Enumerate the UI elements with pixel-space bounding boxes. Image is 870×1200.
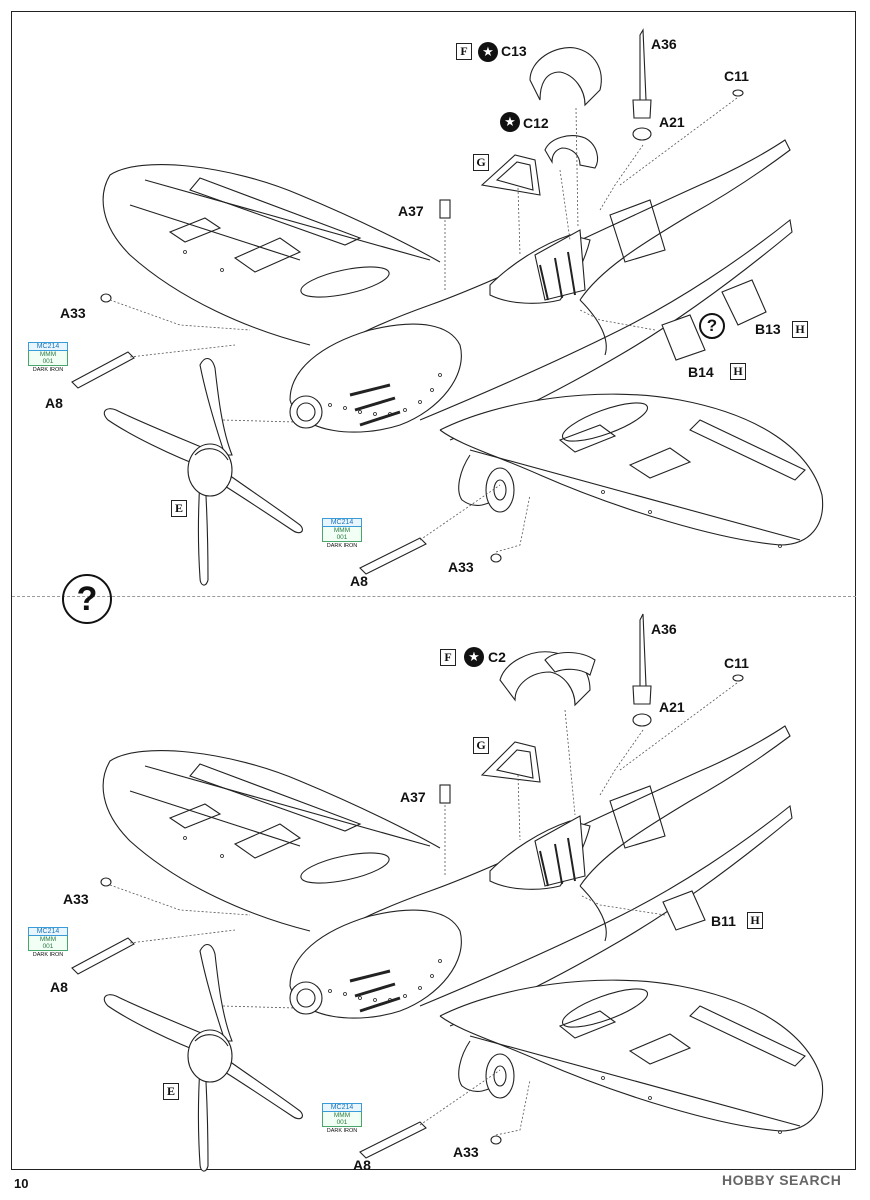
box-letter-windscreen-bottom: G <box>473 737 489 754</box>
label-light-top: C11 <box>724 68 749 84</box>
paint-name: DARK IRON <box>326 1128 358 1134</box>
box-letter-canopy-bottom: F <box>440 649 456 666</box>
label-door-inner-top: B14 <box>688 364 714 380</box>
label-cannon-lower-bottom: A8 <box>353 1157 371 1173</box>
star-icon: ★ <box>464 647 484 667</box>
label-antenna-base-top: A21 <box>659 114 685 130</box>
paint-name: DARK IRON <box>32 952 64 958</box>
box-letter-prop-top: E <box>171 500 187 517</box>
page-number: 10 <box>14 1176 29 1191</box>
label-canopy-main-top: C13 <box>501 43 527 59</box>
label-cannon-upper-top: A8 <box>45 395 63 411</box>
box-letter-door-outer-top: H <box>792 321 808 338</box>
paint-name: DARK IRON <box>326 543 358 549</box>
paint-code: MC214 <box>322 1103 362 1112</box>
box-letter-door-bottom: H <box>747 912 763 929</box>
paint-code: MC214 <box>28 927 68 936</box>
label-mirror-post-top: A37 <box>398 203 424 219</box>
box-letter-prop-bottom: E <box>163 1083 179 1100</box>
label-canopy-main-bottom: C2 <box>488 649 506 665</box>
label-door-outer-top: B13 <box>755 321 781 337</box>
box-letter-canopy-top: F <box>456 43 472 60</box>
question-mark-icon: ? <box>699 313 725 339</box>
box-letter-windscreen-top: G <box>473 154 489 171</box>
spitfire-drawing-top <box>101 138 825 587</box>
parts-bottom <box>71 613 744 1159</box>
box-letter-door-inner-top: H <box>730 363 746 380</box>
label-canopy-alt-top: C12 <box>523 115 549 131</box>
spitfire-drawing-bottom <box>101 724 825 1173</box>
star-icon: ★ <box>478 42 498 62</box>
parts-top <box>71 28 767 575</box>
label-door-bottom: B11 <box>711 913 736 929</box>
paint-name: DARK IRON <box>32 367 64 373</box>
paint-code: MC214 <box>322 518 362 527</box>
page-frame <box>11 11 856 1170</box>
star-icon: ★ <box>500 112 520 132</box>
label-cannon-upper-bottom: A8 <box>50 979 68 995</box>
label-exhaust-upper-bottom: A33 <box>63 891 89 907</box>
watermark-logo: HOBBY SEARCH <box>722 1172 842 1188</box>
label-antenna-top: A36 <box>651 36 677 52</box>
label-light-bottom: C11 <box>724 655 749 671</box>
label-mirror-post-bottom: A37 <box>400 789 426 805</box>
panel-divider <box>12 596 856 597</box>
label-antenna-bottom: A36 <box>651 621 677 637</box>
label-cannon-lower-top: A8 <box>350 573 368 589</box>
label-exhaust-lower-bottom: A33 <box>453 1144 479 1160</box>
label-exhaust-lower-top: A33 <box>448 559 474 575</box>
question-mark-icon-large: ? <box>62 574 112 624</box>
label-antenna-base-bottom: A21 <box>659 699 685 715</box>
paint-code: MC214 <box>28 342 68 351</box>
label-exhaust-upper-top: A33 <box>60 305 86 321</box>
